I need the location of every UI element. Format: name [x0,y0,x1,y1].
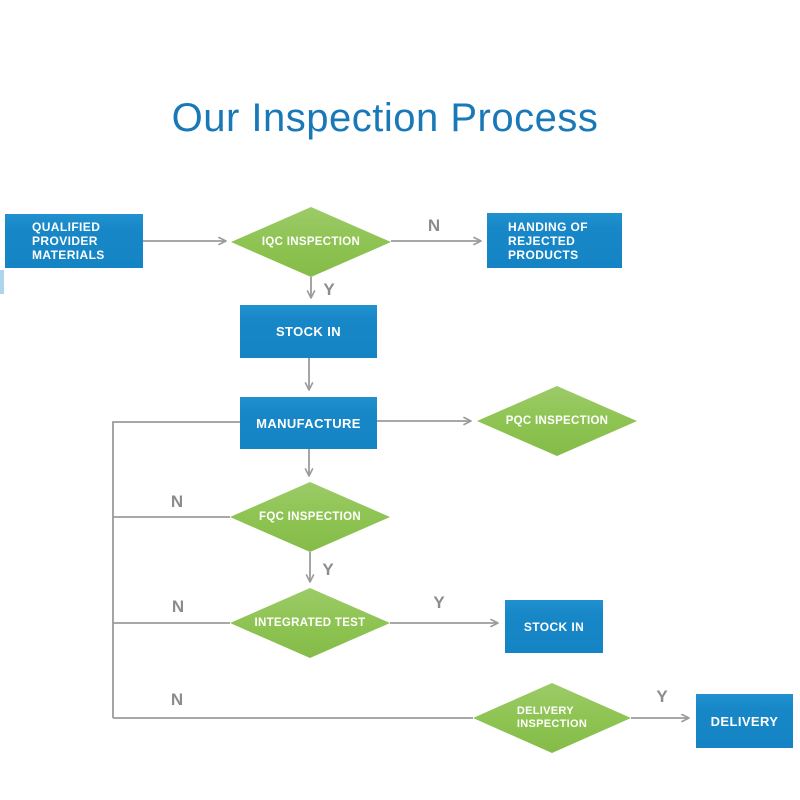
node-label: PQC INSPECTION [505,415,609,427]
branch-label-delivery-no: N [170,690,184,709]
branch-label-iqc-yes: Y [323,280,335,299]
node-label: INTEGRATED TEST [254,617,366,629]
node-label: MANUFACTURE [256,415,361,431]
cropped-shape-artifact [0,270,4,294]
node-manufacture: MANUFACTURE [240,397,377,449]
node-qualified-provider-materials: QUALIFIED PROVIDER MATERIALS [5,214,143,268]
node-label: STOCK IN [275,324,342,339]
node-label: IQC INSPECTION [261,236,361,248]
branch-label-integrated-yes: Y [433,593,445,612]
node-label: STOCK IN [523,619,585,634]
branch-label-iqc-no: N [427,216,441,235]
branch-label-fqc-yes: Y [322,560,334,579]
branch-label-fqc-no: N [170,492,184,511]
node-stock-in-2: STOCK IN [505,600,603,653]
page-title: Our Inspection Process [171,96,599,140]
node-label: QUALIFIED PROVIDER MATERIALS [32,220,105,262]
node-stock-in-1: STOCK IN [240,305,377,358]
node-label: FQC INSPECTION [259,511,361,523]
node-handing-of-rejected-products: HANDING OF REJECTED PRODUCTS [487,213,622,268]
branch-label-integrated-no: N [171,597,185,616]
node-label: HANDING OF REJECTED PRODUCTS [508,219,588,262]
node-label: DELIVERY INSPECTION [516,705,588,730]
node-delivery: DELIVERY [696,694,793,748]
feedback-spine-to-manufacture [112,421,240,718]
node-label: DELIVERY [710,713,779,729]
branch-label-delivery-yes: Y [656,687,668,706]
